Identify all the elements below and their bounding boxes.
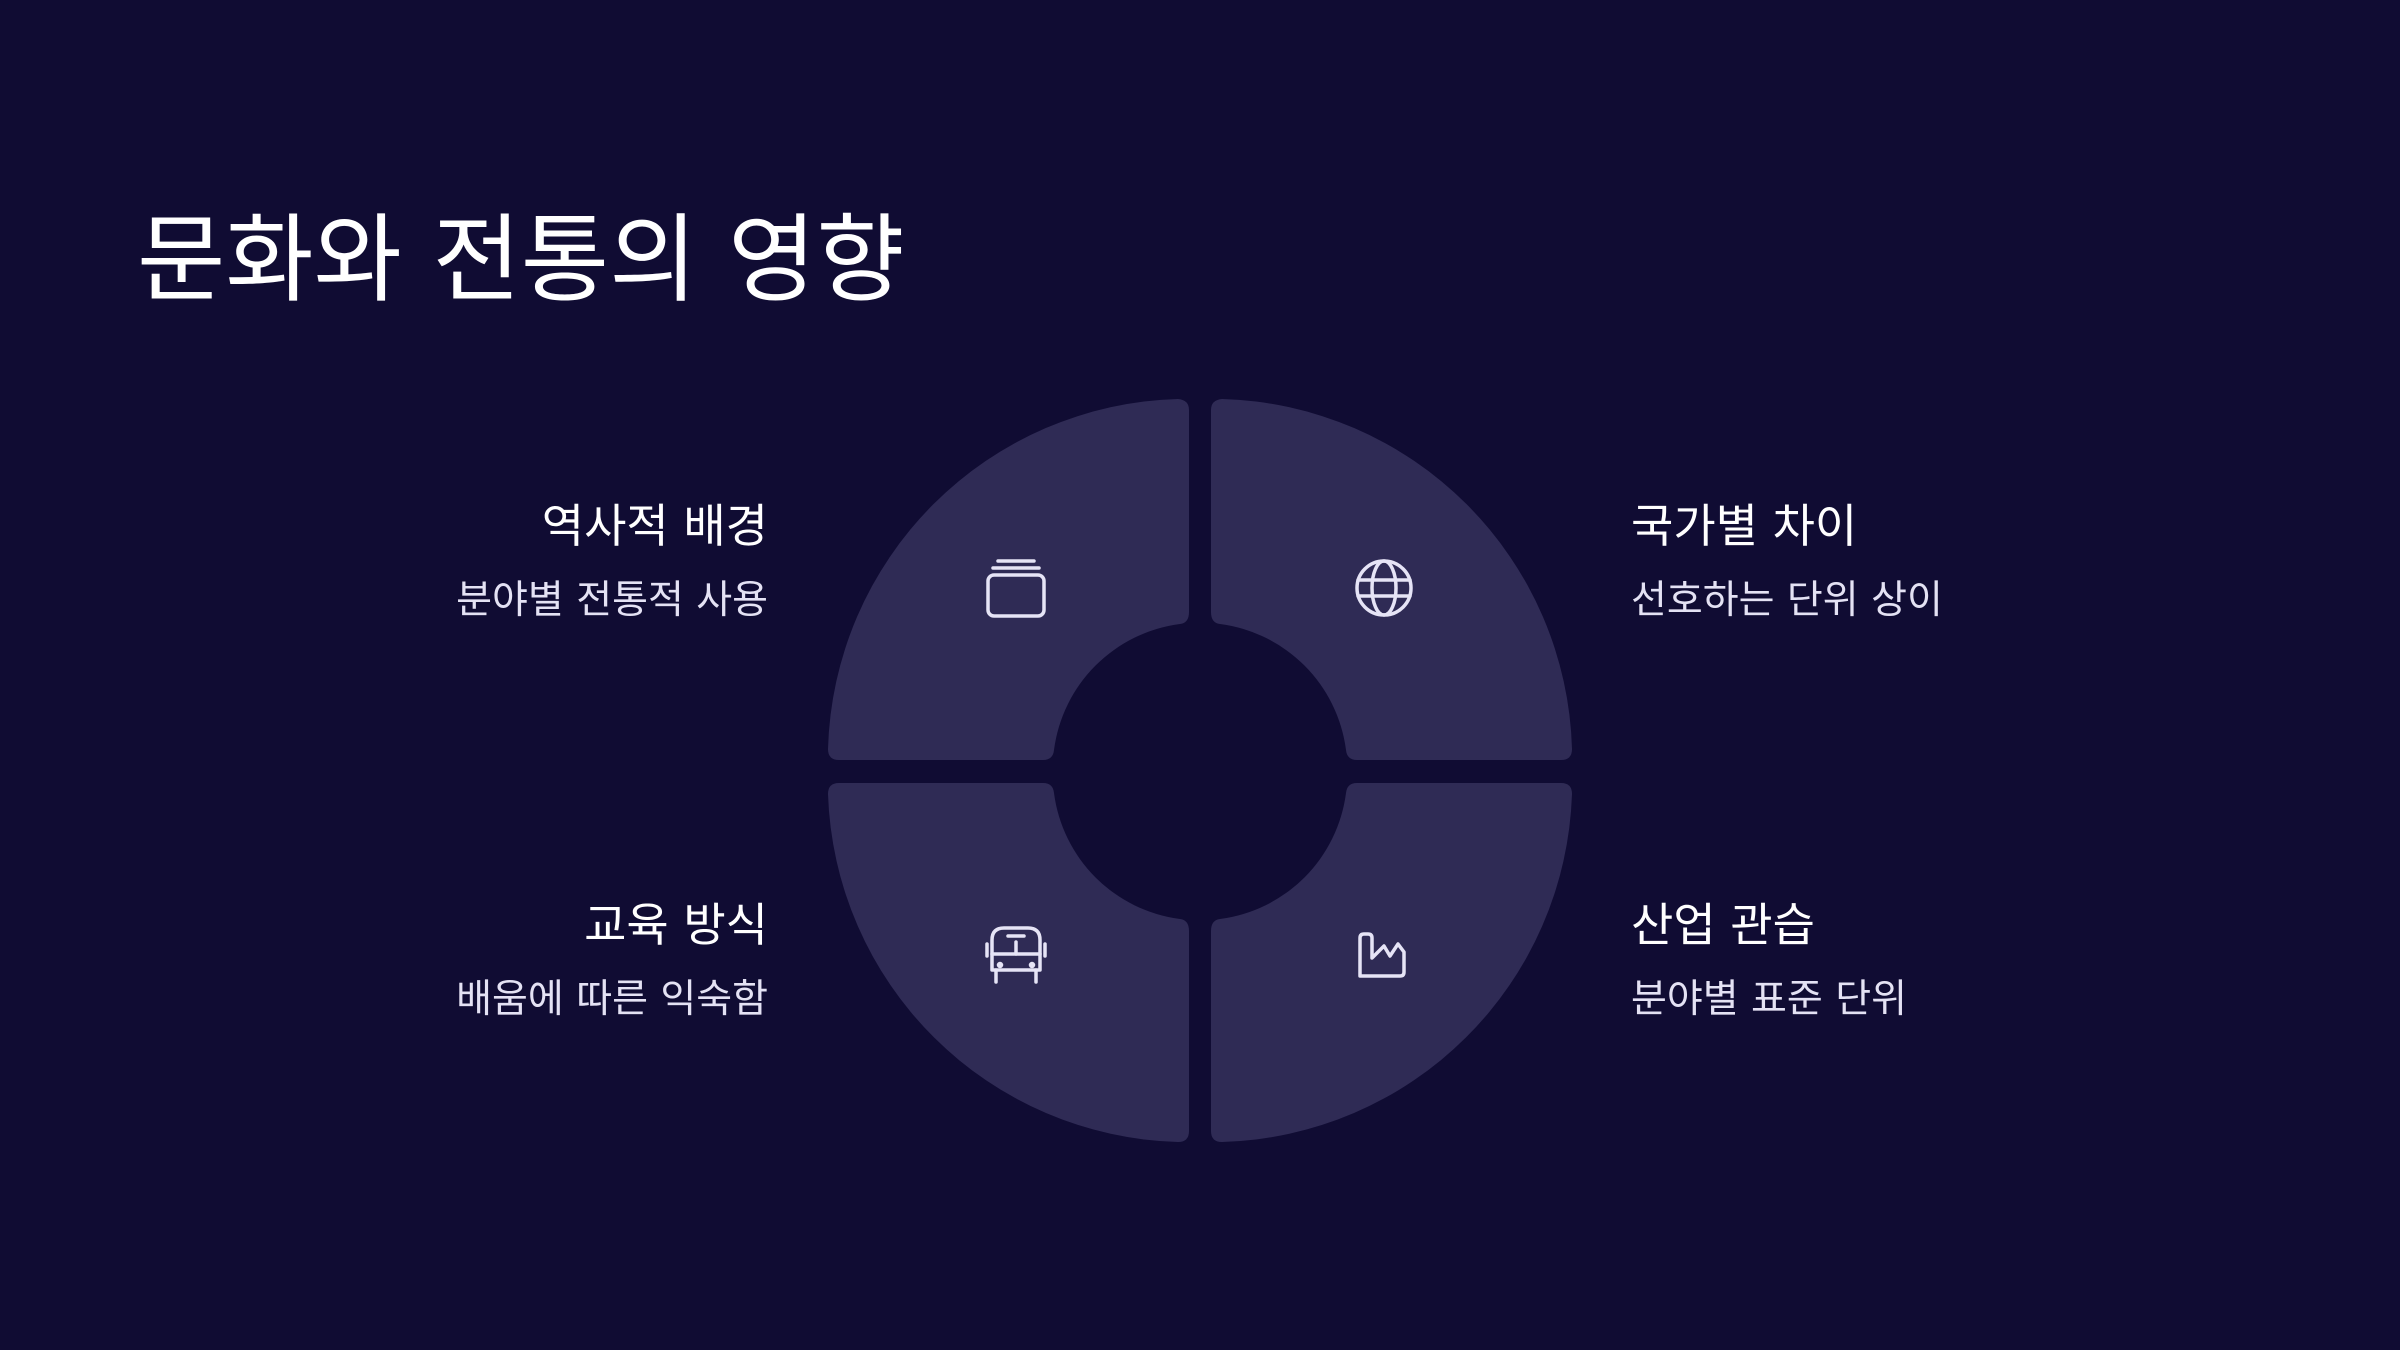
segment-title-history: 역사적 배경 (541, 499, 768, 553)
label-country: 국가별 차이 선호하는 단위 상이 (1631, 496, 1943, 626)
segment-description-history: 분야별 전통적 사용 (456, 578, 768, 623)
segment-description-education: 배움에 따른 익숙함 (456, 977, 768, 1022)
segment-description-country: 선호하는 단위 상이 (1631, 578, 1943, 623)
factory-icon (1358, 932, 1406, 978)
bus-icon (985, 926, 1047, 984)
cards-stack-icon (986, 559, 1046, 618)
segment-description-industry: 분야별 표준 단위 (1631, 977, 1907, 1022)
label-history: 역사적 배경 분야별 전통적 사용 (456, 496, 768, 626)
label-industry: 산업 관습 분야별 표준 단위 (1631, 895, 1907, 1025)
segment-education (828, 783, 1189, 1142)
segment-title-education: 교육 방식 (584, 898, 768, 952)
segment-industry (1211, 783, 1572, 1142)
globe-icon (1355, 559, 1413, 617)
segment-title-industry: 산업 관습 (1631, 898, 1815, 952)
label-education: 교육 방식 배움에 따른 익숙함 (456, 895, 768, 1025)
segment-history (828, 399, 1189, 760)
page-title: 문화와 전통의 영향 (137, 204, 905, 316)
segment-title-country: 국가별 차이 (1631, 499, 1858, 553)
